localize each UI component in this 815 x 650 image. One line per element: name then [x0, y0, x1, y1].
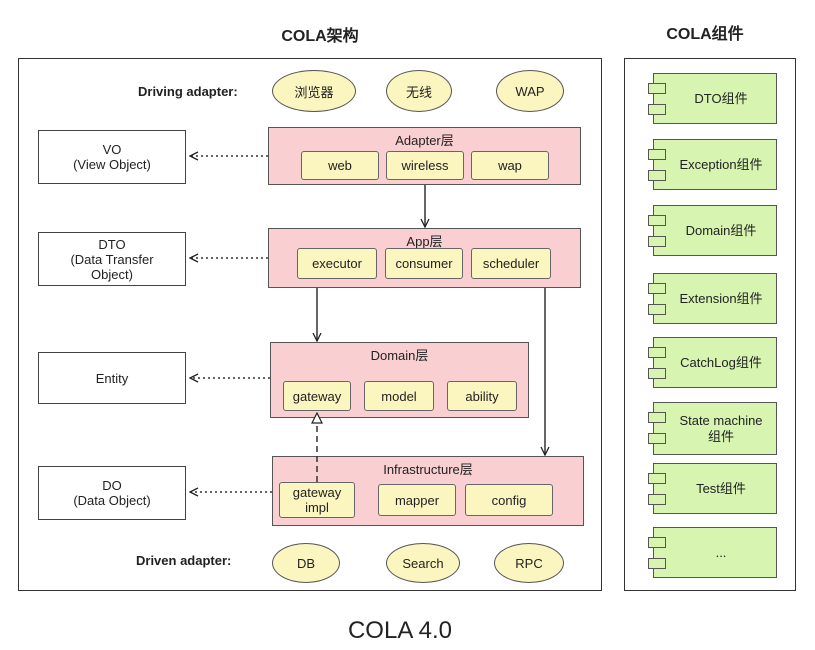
infra-gateway-impl: gateway impl	[279, 482, 355, 518]
adapter-wireless: wireless	[386, 151, 464, 180]
driven-adapter-rpc: RPC	[494, 543, 564, 583]
infrastructure-layer-title: Infrastructure层	[383, 462, 473, 477]
component-extension: Extension组件	[648, 273, 777, 324]
component-exception: Exception组件	[648, 139, 777, 190]
adapter-web: web	[301, 151, 379, 180]
component-label: Exception组件	[679, 156, 763, 172]
component-dto: DTO组件	[648, 73, 777, 124]
domain-layer-title: Domain层	[370, 348, 429, 363]
component-port-icon	[648, 104, 666, 115]
component-more: ...	[648, 527, 777, 578]
driving-adapter-label: Driving adapter:	[138, 84, 238, 99]
driving-adapter-wireless: 无线	[386, 70, 452, 112]
component-port-icon	[648, 149, 666, 160]
app-executor: executor	[297, 248, 377, 279]
component-label: Test组件	[696, 480, 746, 496]
component-port-icon	[648, 283, 666, 294]
adapter-layer-title: Adapter层	[395, 133, 454, 148]
driving-adapter-browser: 浏览器	[272, 70, 356, 112]
component-port-icon	[648, 170, 666, 181]
component-port-icon	[648, 236, 666, 247]
component-port-icon	[648, 537, 666, 548]
driven-adapter-db: DB	[272, 543, 340, 583]
component-port-icon	[648, 412, 666, 423]
domain-model: model	[364, 381, 434, 411]
domain-ability: ability	[447, 381, 517, 411]
footer-title: COLA 4.0	[347, 617, 453, 644]
component-label: State machine 组件	[679, 412, 763, 444]
component-test: Test组件	[648, 463, 777, 514]
component-label: Domain组件	[685, 222, 757, 238]
component-port-icon	[648, 433, 666, 444]
architecture-title: COLA架构	[281, 28, 359, 45]
component-domain: Domain组件	[648, 205, 777, 256]
driving-adapter-wap: WAP	[496, 70, 564, 112]
component-port-icon	[648, 304, 666, 315]
app-scheduler: scheduler	[471, 248, 551, 279]
infra-config: config	[465, 484, 553, 516]
dto-box: DTO (Data Transfer Object)	[38, 232, 186, 286]
do-box: DO (Data Object)	[38, 466, 186, 520]
component-port-icon	[648, 494, 666, 505]
driven-adapter-search: Search	[386, 543, 460, 583]
component-label: DTO组件	[694, 90, 748, 106]
component-port-icon	[648, 368, 666, 379]
entity-box: Entity	[38, 352, 186, 404]
components-title: COLA组件	[666, 26, 744, 43]
app-layer-title: App层	[406, 234, 443, 249]
domain-gateway: gateway	[283, 381, 351, 411]
component-label: ...	[715, 544, 727, 560]
component-label: Extension组件	[679, 290, 763, 306]
vo-box: VO (View Object)	[38, 130, 186, 184]
component-port-icon	[648, 83, 666, 94]
driven-adapter-label: Driven adapter:	[136, 553, 232, 568]
component-port-icon	[648, 215, 666, 226]
component-catchlog: CatchLog组件	[648, 337, 777, 388]
adapter-wap: wap	[471, 151, 549, 180]
component-port-icon	[648, 473, 666, 484]
component-state-machine: State machine 组件	[648, 402, 777, 455]
component-port-icon	[648, 558, 666, 569]
component-label: CatchLog组件	[680, 354, 762, 370]
app-consumer: consumer	[385, 248, 463, 279]
component-port-icon	[648, 347, 666, 358]
infra-mapper: mapper	[378, 484, 456, 516]
